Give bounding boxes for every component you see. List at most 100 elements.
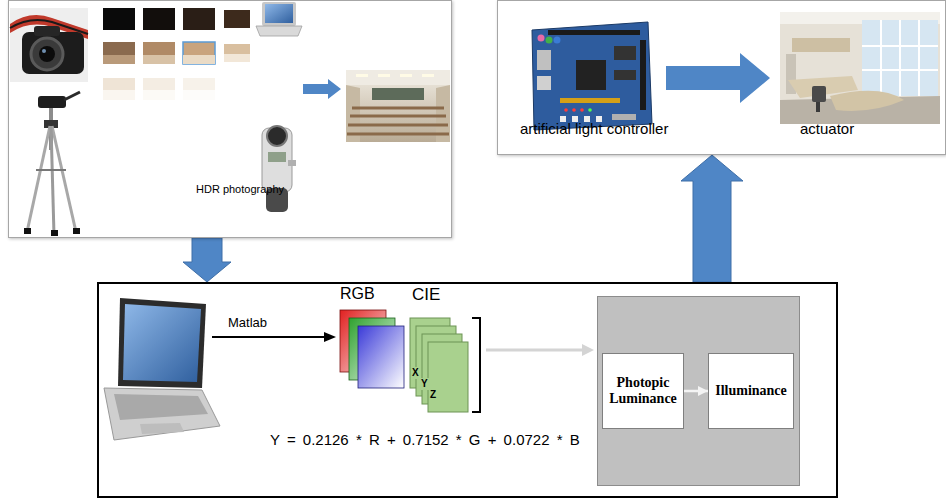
classroom-photo (372, 88, 424, 100)
tripod-photo (36, 169, 66, 171)
fpga-board (580, 108, 584, 112)
flow-arrow-large (666, 53, 770, 103)
luminance-panel: Photopic Luminance Illuminance (597, 296, 800, 486)
tripod-photo (24, 92, 80, 236)
fpga-board (576, 60, 606, 90)
rgb-layers (358, 326, 404, 388)
camera-photo (10, 8, 88, 82)
laptop-computer (123, 304, 201, 382)
fpga-board (532, 22, 652, 130)
flow-arrow-large (666, 53, 770, 103)
exposure-thumbnails (183, 55, 215, 64)
process-arrow (212, 336, 326, 338)
laptop-computer (104, 388, 220, 440)
classroom-photo (400, 74, 412, 77)
luminance-meter (288, 160, 296, 166)
fpga-board (572, 108, 576, 112)
fpga-board (588, 108, 592, 112)
fpga-board (614, 46, 636, 60)
channel-letter: Y (420, 378, 429, 390)
fpga-board (532, 22, 652, 130)
camera-photo (39, 46, 55, 62)
group-bracket (472, 318, 480, 412)
pale-arrow (486, 349, 584, 352)
exposure-thumbnails (183, 42, 215, 64)
tripod-photo (24, 228, 31, 234)
classroom-photo (356, 74, 368, 77)
layer-title: CIE (412, 285, 440, 305)
exposure-thumbnails (224, 10, 250, 28)
panel-ground (597, 296, 800, 486)
office-photo (862, 20, 938, 96)
fpga-board (548, 30, 640, 35)
laptop-computer (114, 394, 208, 420)
exposure-thumbnails (143, 78, 175, 100)
exposure-thumbnails (143, 90, 175, 100)
classroom-photo (378, 74, 390, 77)
process-box: Illuminance (708, 353, 794, 429)
fpga-board (564, 108, 568, 112)
luminance-meter (268, 152, 286, 162)
box-label: Illuminance (715, 383, 787, 399)
exposure-thumbnails (183, 78, 215, 100)
camera-photo (31, 38, 63, 70)
exposure-thumbnails (143, 8, 175, 30)
cie-layers (410, 318, 468, 412)
panel-caption: actuator (800, 120, 854, 138)
exposure-thumbnails (103, 42, 135, 64)
panel-ground (597, 296, 800, 486)
camera-photo (22, 32, 84, 74)
classroom-photo (346, 70, 450, 142)
exposure-thumbnails (103, 8, 250, 100)
fpga-board (546, 37, 553, 44)
flow-arrow (183, 238, 231, 282)
office-photo (780, 12, 940, 124)
laptop-computer (140, 423, 184, 434)
exposure-thumbnails (183, 8, 215, 30)
tripod-photo (73, 228, 80, 234)
laptop-icon (256, 2, 302, 36)
controller-panel: artificial light controller actuator (497, 0, 946, 155)
process-box: Photopic Luminance (602, 353, 684, 429)
channel-letter: X (411, 367, 420, 379)
luminance-meter (262, 126, 296, 212)
laptop-icon (262, 2, 296, 26)
exposure-thumbnails (103, 8, 135, 30)
cie-layers (428, 342, 468, 412)
classroom-photo (422, 74, 434, 77)
tripod-photo (38, 96, 66, 108)
office-photo (862, 20, 938, 96)
tripod-photo (51, 230, 58, 236)
exposure-thumbnails (143, 42, 175, 64)
camera-photo (10, 8, 88, 82)
fpga-board (612, 114, 636, 120)
exposure-thumbnails (103, 90, 135, 100)
flow-arrow (681, 155, 743, 282)
classroom-photo (347, 108, 449, 134)
panel-caption: artificial light controller (520, 120, 668, 138)
process-arrow (324, 332, 336, 342)
laptop-icon (256, 26, 302, 36)
flow-arrow-small (303, 79, 341, 99)
fpga-board (538, 35, 545, 42)
flow-arrow (684, 390, 708, 393)
channel-letter: Z (429, 389, 437, 401)
formula-text: Y = 0.2126 * R + 0.7152 * G + 0.0722 * B (270, 431, 580, 449)
pale-arrow (486, 344, 594, 356)
camera-photo (34, 26, 60, 36)
office-photo (812, 86, 826, 102)
exposure-thumbnails (224, 54, 250, 62)
flow-arrow-small (303, 79, 341, 99)
group-bracket (472, 318, 480, 412)
exposure-thumbnails (183, 90, 215, 100)
classroom-photo (346, 70, 450, 142)
rgb-layers (340, 310, 404, 388)
camera-photo (42, 49, 46, 53)
exposure-thumbnails (103, 55, 135, 64)
pale-arrow (582, 344, 594, 356)
tripod-photo (64, 92, 80, 100)
box-label: Photopic Luminance (609, 375, 677, 407)
fpga-board (554, 37, 561, 44)
